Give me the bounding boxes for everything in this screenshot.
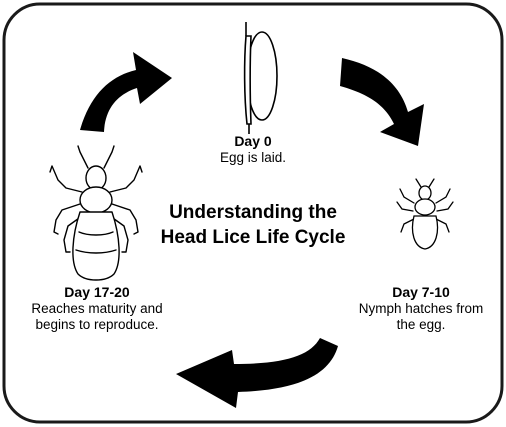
stage-label-day-7-10: Day 7-10 Nymph hatches from the egg. — [346, 284, 496, 333]
stage-description: Egg is laid. — [183, 150, 323, 166]
stage-label-day-0: Day 0 Egg is laid. — [183, 133, 323, 166]
stage-day: Day 17-20 — [12, 284, 182, 301]
title-line: Understanding the — [126, 200, 380, 225]
stage-day: Day 7-10 — [346, 284, 496, 301]
stage-description: Reaches maturity and — [12, 301, 182, 317]
stage-description: begins to reproduce. — [12, 317, 182, 333]
stage-description: Nymph hatches from — [346, 301, 496, 317]
stage-label-day-17-20: Day 17-20 Reaches maturity and begins to… — [12, 284, 182, 333]
diagram-title: Understanding the Head Lice Life Cycle — [126, 200, 380, 250]
stage-day: Day 0 — [183, 133, 323, 150]
title-line: Head Lice Life Cycle — [126, 225, 380, 250]
stage-description: the egg. — [346, 317, 496, 333]
